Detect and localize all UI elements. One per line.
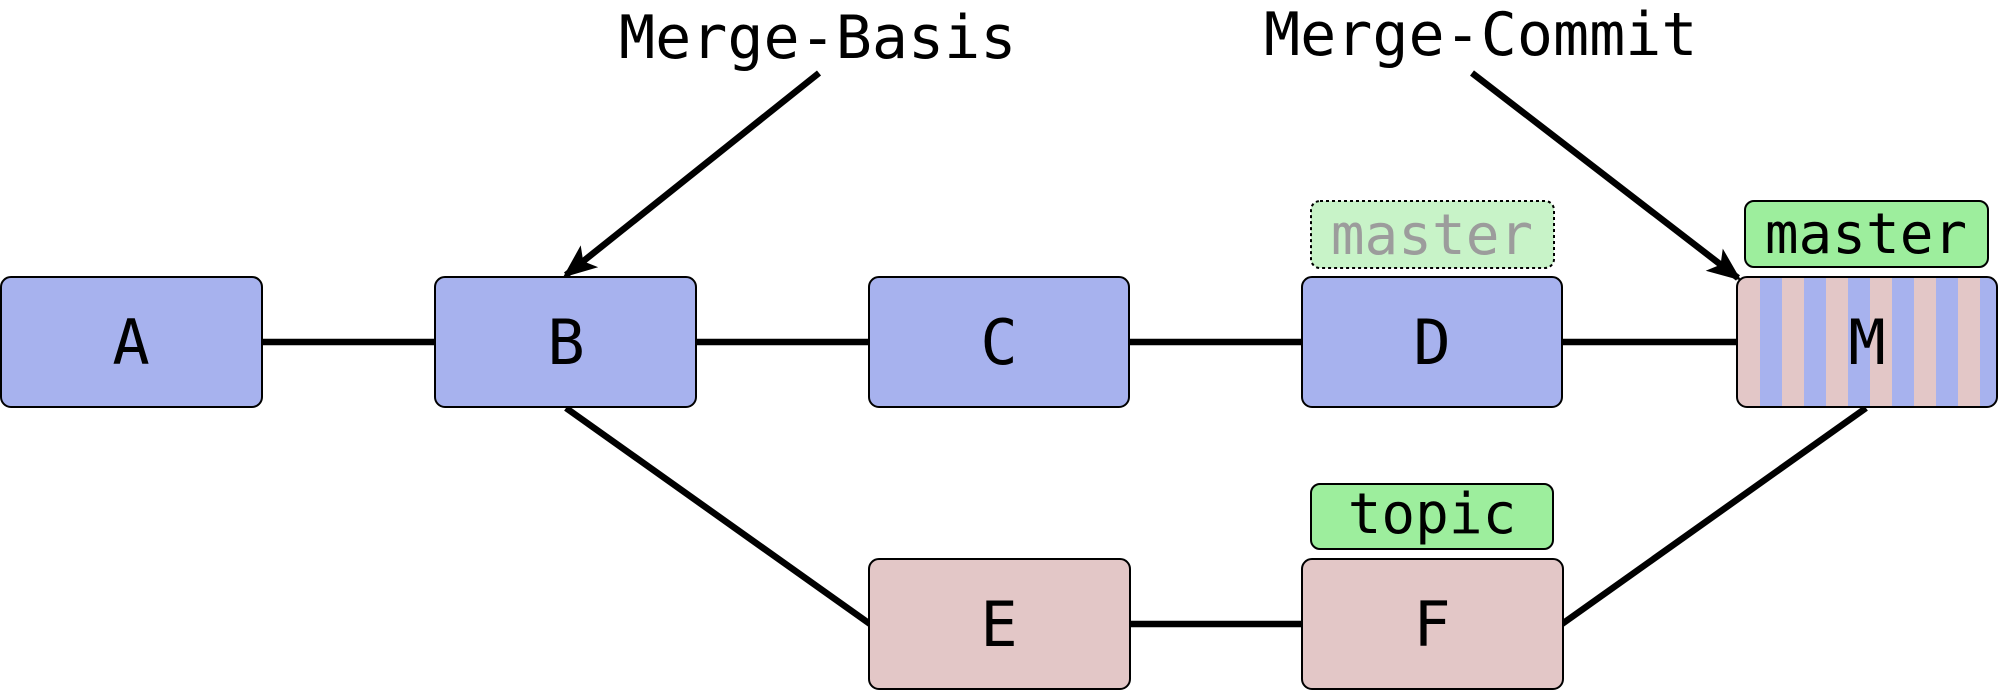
commit-a: A [0, 276, 263, 408]
merge-commit-arrow [1470, 70, 1742, 281]
branch-tag-master: master [1744, 200, 1989, 268]
commit-e-label: E [980, 588, 1017, 661]
commit-d-label: D [1413, 306, 1450, 379]
branch-tag-topic-label: topic [1348, 482, 1517, 547]
branch-tag-master-old-label: master [1331, 203, 1533, 268]
commit-f: F [1301, 558, 1564, 690]
commit-c-box [868, 276, 1130, 408]
merge-base-label: Merge-Basis [619, 3, 1016, 73]
commit-c-label: C [980, 306, 1017, 379]
merge-base-arrow [562, 70, 822, 278]
commit-b-label: B [547, 306, 584, 379]
commit-m-box [1736, 276, 1998, 408]
branch-tag-master-old-box [1310, 200, 1555, 269]
commit-b-box [434, 276, 697, 408]
merge-commit-label: Merge-Commit [1264, 0, 1697, 70]
branch-tag-master-box [1744, 200, 1989, 268]
commit-a-label: A [112, 306, 149, 379]
branch-tag-master-label: master [1765, 202, 1967, 267]
edge-b-e [564, 405, 872, 627]
commit-m-label: M [1848, 306, 1885, 379]
branch-tag-topic: topic [1310, 482, 1554, 550]
commit-e: E [868, 558, 1131, 690]
commit-f-label: F [1413, 588, 1450, 661]
commit-b: B [434, 276, 697, 408]
commit-m: M [1736, 276, 1998, 408]
commit-f-box [1301, 558, 1564, 690]
commit-a-box [0, 276, 263, 408]
commit-c: C [868, 276, 1130, 408]
commit-d-box [1301, 276, 1563, 408]
branch-tag-topic-box [1310, 483, 1554, 550]
commit-e-box [868, 558, 1131, 690]
edge-f-m [1560, 405, 1868, 627]
branch-tag-master-old: master [1310, 200, 1555, 269]
commit-d: D [1301, 276, 1563, 408]
